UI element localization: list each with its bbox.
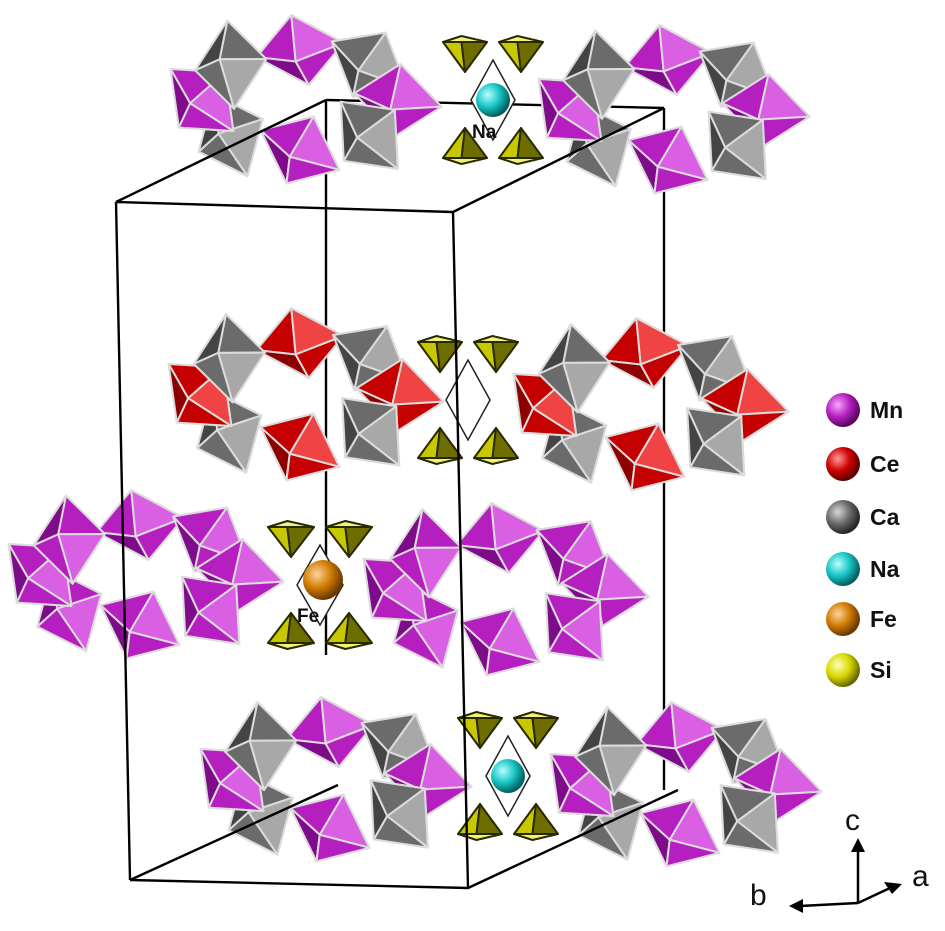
- axis-c-arrow-icon: [851, 838, 865, 903]
- octahedron-mn: [32, 494, 106, 585]
- octahedron-ca: [537, 323, 611, 414]
- octahedron-ca: [562, 29, 636, 120]
- octahedron-ca: [194, 19, 268, 110]
- octahedron-mn: [627, 125, 709, 195]
- na-atom-bottom: [491, 759, 525, 793]
- unit-cell-front: [114, 98, 679, 890]
- octahedron-ce: [259, 412, 341, 482]
- octahedron-mn: [259, 115, 341, 185]
- octahedron-mn: [455, 502, 545, 574]
- layer-bottom-right-ring: [549, 701, 823, 868]
- na-atom-top: [476, 83, 510, 117]
- svg-text:Mn: Mn: [870, 397, 903, 423]
- svg-text:Si: Si: [870, 657, 892, 683]
- octahedron-mn: [95, 489, 185, 561]
- legend-item-ce: Ce: [826, 447, 899, 481]
- octahedron-ce: [600, 317, 690, 389]
- octahedron-ca: [369, 779, 429, 849]
- layer-mn-left-ring: [7, 489, 285, 660]
- octahedron-mn: [285, 696, 375, 768]
- octahedron-ca: [224, 701, 298, 792]
- legend-item-na: Na: [826, 552, 900, 586]
- layer-top-right-ring: [537, 24, 811, 195]
- legend-item-fe: Fe: [826, 602, 897, 636]
- axis-b-label: b: [750, 879, 767, 912]
- octahedron-mn: [389, 508, 463, 599]
- legend-item-ca: Ca: [826, 500, 900, 534]
- axis-a-arrow-icon: [857, 882, 902, 905]
- octahedron-ce: [355, 358, 445, 432]
- octahedron-ca: [341, 397, 401, 467]
- polyhedral-layers: [7, 14, 823, 868]
- octahedron-mn: [639, 798, 721, 868]
- layer-bottom-left-ring: [199, 696, 473, 863]
- octahedron-mn: [635, 701, 725, 773]
- layer-top-left-ring: [169, 14, 443, 185]
- axis-b-arrow-icon: [789, 899, 859, 913]
- octahedron-ca: [192, 313, 266, 404]
- octahedron-ca: [686, 407, 746, 477]
- octahedron-ca: [719, 784, 779, 854]
- axis-a-label: a: [912, 860, 929, 893]
- octahedron-mn: [560, 553, 650, 627]
- layer-ce-left-ring: [167, 307, 445, 482]
- legend-item-mn: Mn: [826, 393, 903, 427]
- legend-item-si: Si: [826, 653, 892, 687]
- octahedron-mn: [181, 575, 241, 646]
- octahedron-ce: [255, 307, 345, 379]
- octahedron-ca: [707, 110, 767, 181]
- svg-text:Ca: Ca: [870, 504, 900, 530]
- octahedron-ca: [574, 706, 648, 797]
- svg-text:Na: Na: [870, 556, 900, 582]
- layer-ce-right-ring: [512, 317, 790, 492]
- svg-text:Ce: Ce: [870, 451, 899, 477]
- fe-atom-label: Fe: [297, 606, 319, 627]
- octahedron-mn: [544, 592, 604, 662]
- legend: Mn Ce Ca Na Fe Si: [826, 393, 903, 687]
- axis-c-label: c: [845, 804, 860, 837]
- svg-text:Fe: Fe: [870, 606, 897, 632]
- octahedron-mn: [459, 607, 541, 677]
- octahedron-ca: [339, 100, 399, 171]
- octahedron-mn: [623, 24, 713, 96]
- fe-atom: [303, 560, 343, 600]
- layer-mn-right-ring: [362, 502, 650, 677]
- axes-indicator: c b a: [750, 804, 929, 913]
- octahedron-mn: [99, 590, 181, 660]
- octahedron-mn: [289, 793, 371, 863]
- octahedron-ce: [604, 422, 686, 492]
- octahedron-mn: [255, 14, 345, 86]
- na-atom-label: Na: [472, 122, 497, 143]
